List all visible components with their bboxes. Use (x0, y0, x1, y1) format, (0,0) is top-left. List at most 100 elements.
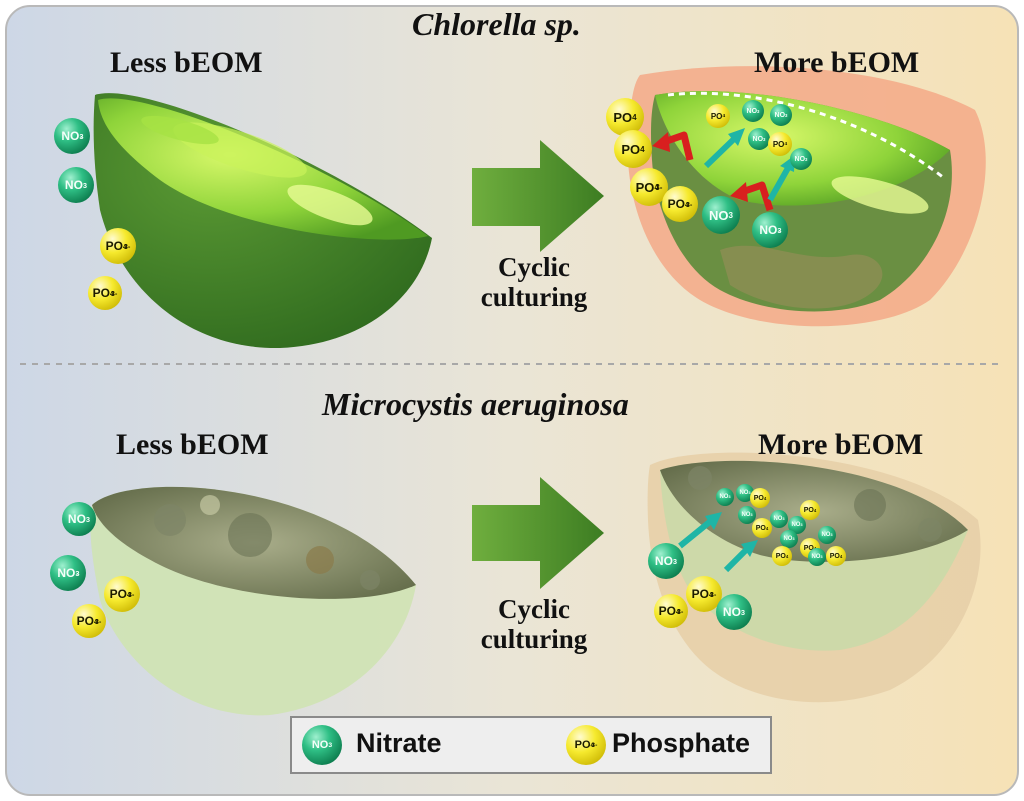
ion-subscript: 3 (728, 210, 733, 220)
ion-superscript: 3- (676, 606, 684, 616)
ion-label: NO (654, 554, 673, 568)
legend-nitrate-label: Nitrate (356, 728, 442, 758)
label-more-beom-bottom: More bEOM (758, 428, 924, 461)
ion-label: PO (658, 604, 676, 618)
ion-label: NO (739, 490, 749, 496)
ion-subscript: 4 (785, 553, 789, 559)
chlorella-cell-less (93, 93, 432, 349)
ion-label: NO (741, 512, 751, 518)
release-arrows-top (652, 131, 774, 212)
ion-subscript: 3 (782, 517, 785, 521)
ion-label: NO (61, 129, 80, 143)
cyclic-culturing-label-top: Cyclic culturing (464, 252, 604, 312)
label-more-beom-top: More bEOM (754, 46, 920, 79)
ion-label: PO (667, 197, 685, 211)
ion-label: PO (105, 239, 123, 253)
ion-subscript: 4 (722, 113, 726, 119)
ion-subscript: 4 (632, 112, 637, 122)
ion-subscript: 3 (75, 568, 80, 578)
ion-label: NO (774, 111, 786, 119)
ion-subscript: 3 (777, 225, 782, 235)
ion-label: NO (791, 522, 801, 528)
ion-superscript: 3- (127, 589, 135, 599)
uptake-arrows-top (703, 128, 795, 202)
ion-label: PO (829, 552, 840, 560)
label-less-beom-bottom: Less bEOM (116, 428, 269, 461)
ion-subscript: 4 (122, 241, 128, 251)
ion-label: PO (753, 494, 764, 502)
ion-subscript: 3 (785, 112, 788, 118)
ion-superscript: 3- (110, 288, 118, 298)
ion-label: PO (574, 739, 591, 751)
ion-superscript: 3- (94, 616, 102, 626)
ion-subscript: 3 (800, 523, 803, 527)
cyclic-label-line2: culturing (480, 624, 588, 654)
ion-subscript: 3 (728, 495, 731, 499)
legend (290, 716, 772, 774)
ion-subscript: 3 (750, 513, 753, 517)
ion-label: PO (710, 111, 723, 121)
ion-subscript: 3 (820, 555, 823, 559)
ion-subscript: 4 (109, 288, 115, 298)
ion-label: PO (613, 109, 633, 125)
ion-subscript: 3 (672, 556, 678, 566)
ion-label: PO (621, 141, 641, 157)
uptake-arrows-bottom (678, 512, 758, 573)
ion-superscript: - (80, 131, 83, 141)
title-chlorella: Chlorella sp. (412, 6, 581, 42)
ion-label: NO (311, 739, 329, 751)
ion-label: PO (109, 587, 127, 601)
ion-subscript: 3 (740, 607, 746, 617)
ion-label: PO (755, 524, 766, 532)
ion-superscript: 3- (655, 182, 663, 192)
ion-label: NO (811, 554, 821, 560)
ion-subscript: 4 (839, 553, 843, 559)
ion-label: PO (635, 179, 655, 195)
ion-subscript: 3 (328, 741, 333, 749)
ion-subscript: 4 (93, 616, 99, 626)
ion-label: PO (92, 286, 110, 300)
ion-superscript: 3- (123, 241, 131, 251)
ion-label: PO (691, 587, 709, 601)
ion-label: NO (821, 532, 831, 538)
ion-label: NO (64, 178, 83, 192)
ion-subscript: 3 (757, 108, 760, 114)
ion-subscript: 4 (640, 144, 645, 154)
ion-subscript: 3 (763, 136, 766, 142)
microcystis-cell-less (90, 486, 416, 716)
ion-subscript: 4 (813, 507, 817, 513)
ion-label: PO (772, 139, 785, 149)
ion-subscript: 4 (765, 525, 769, 531)
ion-subscript: 3 (82, 180, 88, 190)
ion-subscript: 4 (708, 589, 714, 599)
ion-label: NO (57, 566, 76, 580)
ion-label: NO (759, 223, 778, 237)
ion-label: NO (794, 155, 806, 163)
title-microcystis: Microcystis aeruginosa (322, 386, 629, 422)
cyclic-label-line1: Cyclic (498, 252, 570, 282)
ion-label: PO (775, 552, 786, 560)
cyclic-arrow-top (472, 140, 604, 252)
ion-superscript: 3- (709, 589, 717, 599)
ion-label: NO (783, 536, 793, 542)
